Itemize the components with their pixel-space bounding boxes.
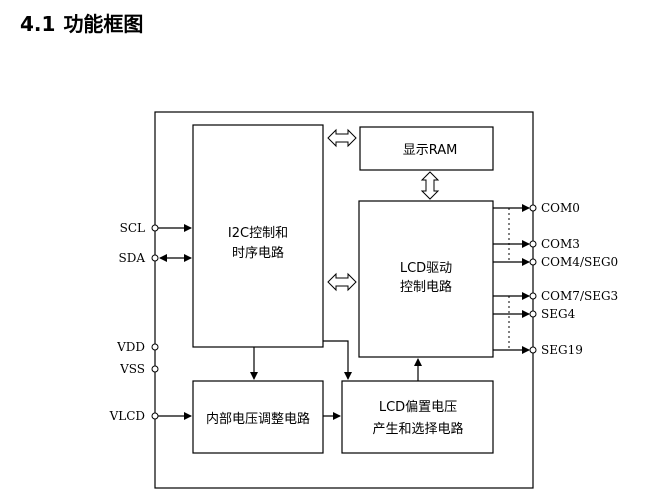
vlcd-pin: [151, 412, 159, 420]
scl-label: SCL: [120, 221, 145, 235]
seg4-pin: [529, 310, 537, 318]
bias-label-line2: 产生和选择电路: [372, 421, 463, 437]
section-heading: 4.1 功能框图: [20, 8, 151, 37]
seg4-label: SEG4: [541, 307, 576, 321]
voltage-regulator-block: [192, 380, 324, 454]
i2c-block-label-line2: 时序电路: [232, 245, 284, 261]
vss-label: VSS: [119, 362, 145, 376]
i2c-driver-bus-arrow: [327, 272, 357, 292]
sda-pin: [151, 254, 159, 262]
vdd-pin: [151, 343, 159, 351]
section-title: 功能框图: [63, 12, 144, 36]
i2c-to-bias-line: [323, 340, 352, 380]
section-number: 4.1: [20, 12, 56, 36]
com3-pin: [529, 240, 537, 248]
i2c-control-block: [192, 124, 324, 348]
lcd-driver-block: [358, 200, 494, 358]
vss-pin: [151, 365, 159, 373]
vdd-label: VDD: [116, 340, 145, 354]
com7-seg3-pin: [529, 292, 537, 300]
com4-seg0-pin: [529, 258, 537, 266]
i2c-block-label-line1: I2C控制和: [228, 226, 288, 241]
vlcd-label: VLCD: [109, 409, 145, 423]
seg19-pin: [529, 346, 537, 354]
seg19-label: SEG19: [541, 343, 583, 357]
chip-outline: [154, 111, 534, 489]
display-ram-block: [359, 126, 494, 171]
i2c-ram-bus-arrow: [327, 128, 357, 148]
com0-label: COM0: [541, 201, 580, 215]
sda-label: SDA: [118, 251, 145, 265]
ram-block-label: 显示RAM: [403, 143, 458, 158]
com4-seg0-label: COM4/SEG0: [541, 255, 618, 269]
scl-pin: [151, 224, 159, 232]
com3-label: COM3: [541, 237, 580, 251]
ram-driver-bus-arrow: [420, 171, 440, 200]
lcd-driver-label-line2: 控制电路: [400, 279, 452, 295]
regulator-label: 内部电压调整电路: [206, 411, 310, 427]
lcd-bias-block: [341, 380, 494, 454]
com7-seg3-label: COM7/SEG3: [541, 289, 618, 303]
bias-label-line1: LCD偏置电压: [379, 400, 457, 415]
com0-pin: [529, 204, 537, 212]
lcd-driver-label-line1: LCD驱动: [400, 261, 452, 276]
